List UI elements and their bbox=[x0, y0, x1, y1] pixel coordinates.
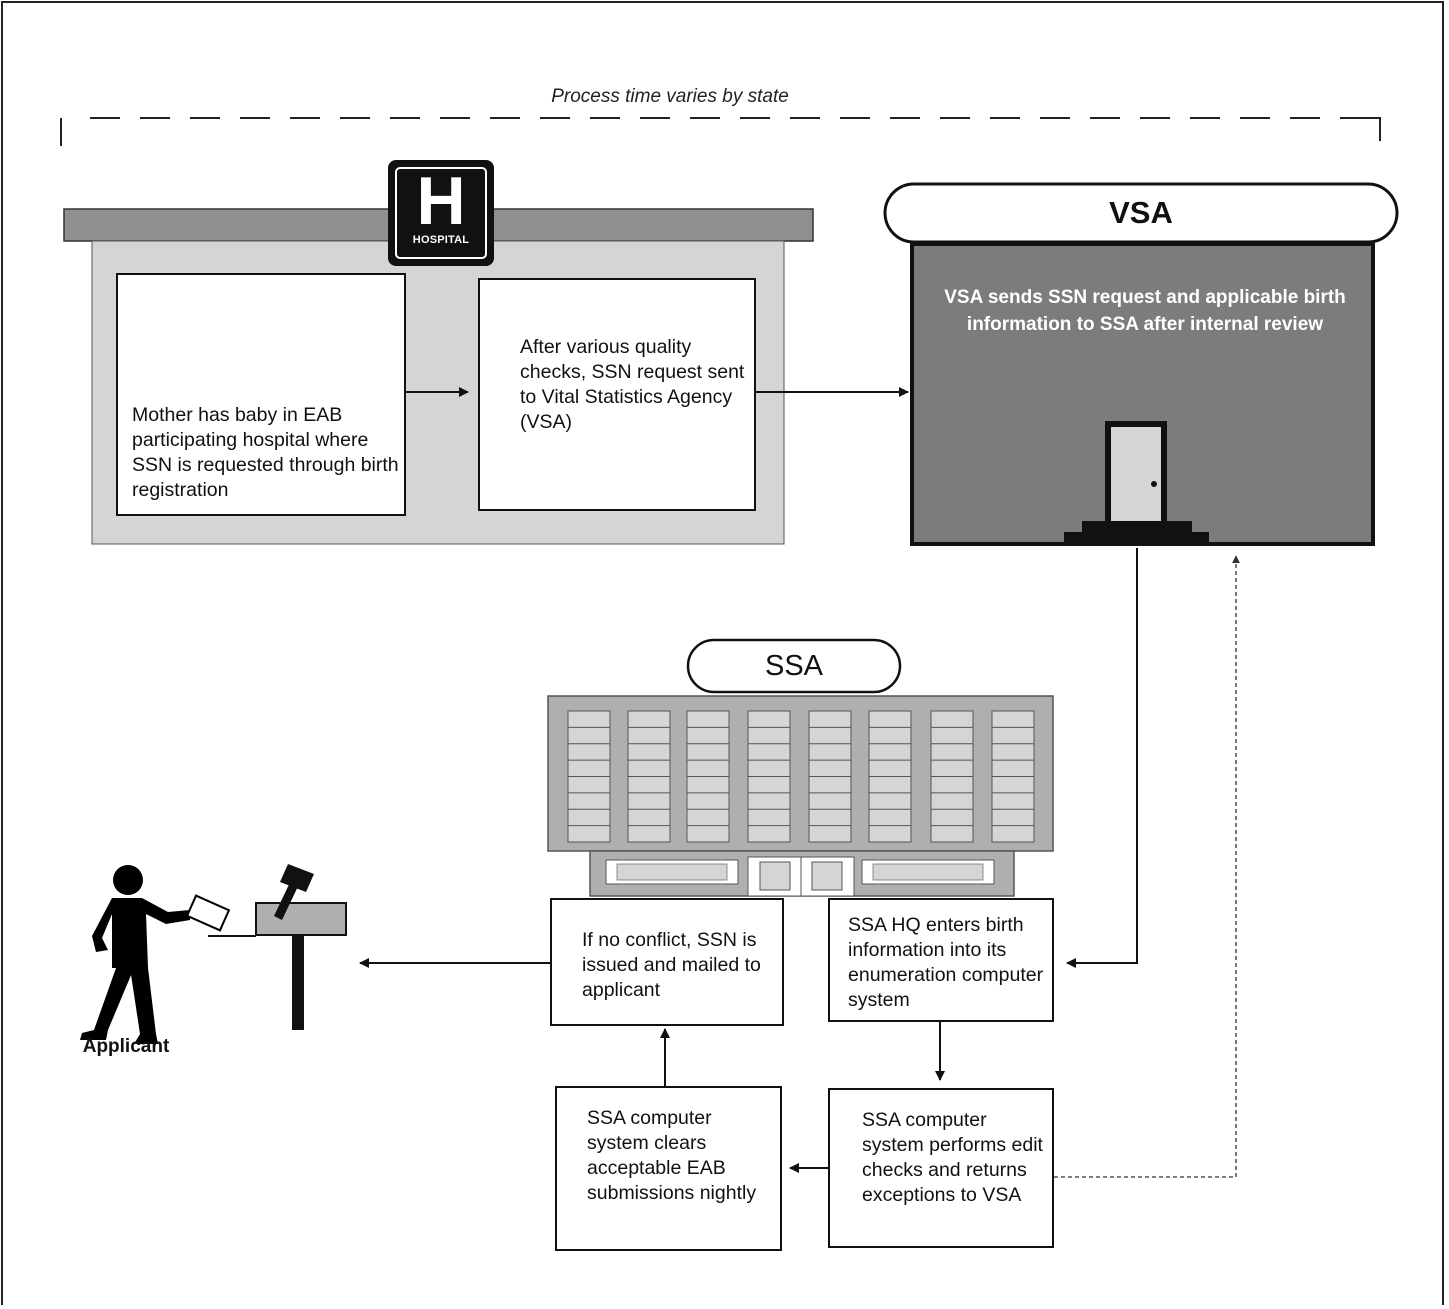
step-ssa-hq-enters-text: SSA HQ enters birth information into its… bbox=[848, 914, 1044, 1011]
envelope-icon bbox=[185, 894, 231, 932]
hospital-sign-letter: H bbox=[416, 163, 466, 239]
flow-connectors bbox=[359, 387, 1240, 1178]
vsa-door-icon bbox=[1064, 421, 1209, 543]
vsa-description: VSA sends SSN request and applicable bir… bbox=[944, 287, 1346, 335]
timeline-label: Process time varies by state bbox=[551, 86, 789, 107]
mailbox-icon bbox=[208, 864, 347, 1030]
ssa-title: SSA bbox=[764, 649, 824, 682]
step-quality-checks: After various quality checks, SSN reques… bbox=[478, 278, 756, 511]
step-clears-submissions: SSA computer system clears acceptable EA… bbox=[555, 1086, 782, 1251]
step-edit-checks-text: SSA computer system performs edit checks… bbox=[862, 1109, 1043, 1206]
step-hospital-birth-text: Mother has baby in EAB participating hos… bbox=[132, 404, 399, 501]
applicant-person-icon bbox=[80, 865, 190, 1044]
hospital-sign-label: HOSPITAL bbox=[412, 234, 470, 246]
applicant-label: Applicant bbox=[82, 1036, 170, 1057]
step-hospital-birth: Mother has baby in EAB participating hos… bbox=[116, 273, 406, 516]
step-ssn-issued: If no conflict, SSN is issued and mailed… bbox=[550, 898, 784, 1026]
step-ssn-issued-text: If no conflict, SSN is issued and mailed… bbox=[582, 929, 761, 1001]
vsa-title: VSA bbox=[1109, 195, 1173, 230]
step-ssa-hq-enters: SSA HQ enters birth information into its… bbox=[828, 898, 1054, 1022]
step-quality-checks-text: After various quality checks, SSN reques… bbox=[520, 336, 745, 433]
timeline-bracket bbox=[60, 117, 1381, 146]
step-clears-submissions-text: SSA computer system clears acceptable EA… bbox=[587, 1107, 757, 1204]
ssa-windows bbox=[567, 710, 1035, 843]
hospital-sign-icon bbox=[388, 160, 494, 266]
step-edit-checks: SSA computer system performs edit checks… bbox=[828, 1088, 1054, 1248]
ssa-building bbox=[547, 638, 1054, 897]
